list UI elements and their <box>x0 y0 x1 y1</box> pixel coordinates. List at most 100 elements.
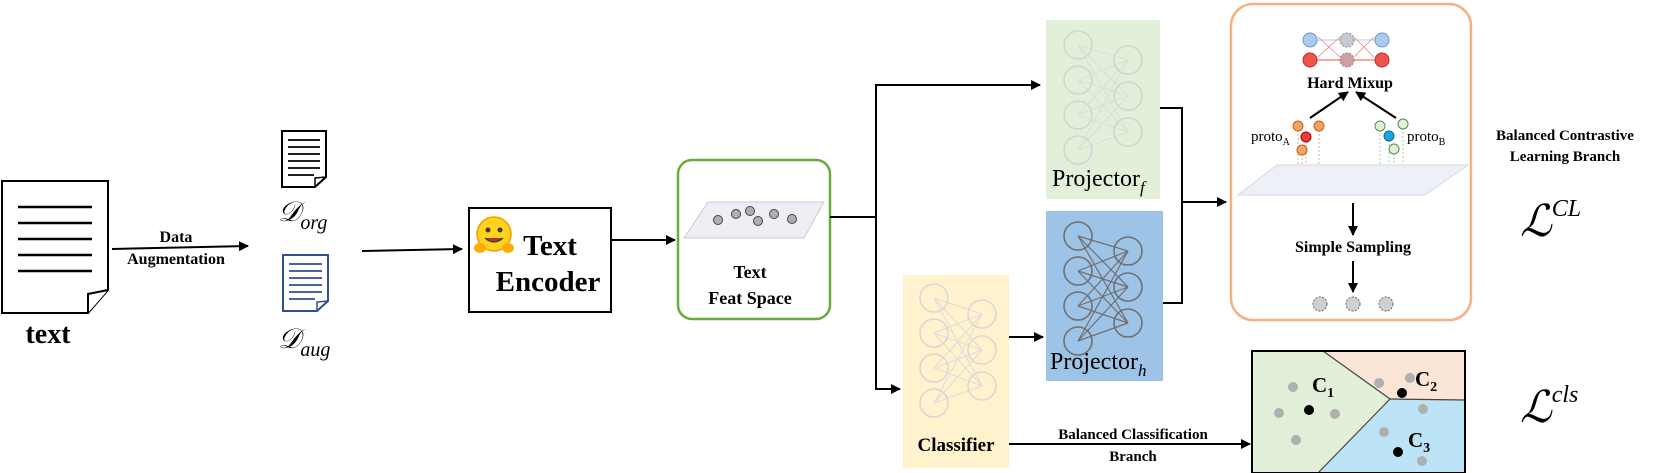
network-edge <box>1077 250 1129 307</box>
network-node <box>1063 221 1093 251</box>
proto-a-cluster <box>1292 120 1325 186</box>
network-edge <box>1077 44 1129 61</box>
projector-h-network-icon <box>1063 221 1143 356</box>
network-edge <box>1077 59 1129 81</box>
proto-a-main: proto <box>1251 129 1283 145</box>
hugging-face-icon <box>474 216 514 253</box>
text-encoder-label-2: Encoder <box>496 266 601 298</box>
region-c2-main: C <box>1415 367 1430 391</box>
network-edge <box>933 385 983 404</box>
region-c1 <box>1252 351 1390 473</box>
region-c2-label: C2 <box>1415 367 1437 395</box>
network-edge <box>933 297 983 315</box>
proto-a-label: protoA <box>1251 129 1291 148</box>
region-c3 <box>1318 399 1465 473</box>
dataset-org-sub: org <box>300 212 327 234</box>
network-edge <box>1077 235 1129 252</box>
network-node <box>1063 100 1093 130</box>
projector-h-sub: h <box>1138 361 1147 380</box>
feat-space-box <box>676 158 832 321</box>
network-node <box>1063 256 1093 286</box>
network-edge <box>1077 250 1129 342</box>
network-node <box>1063 65 1093 95</box>
classification-branch-title-2: Branch <box>1109 449 1157 465</box>
contrastive-loss-sup: CL <box>1552 196 1581 222</box>
region-c2-sub: 2 <box>1430 380 1437 395</box>
dataset-org-label: 𝒟org <box>278 197 327 234</box>
network-edge <box>1077 250 1129 272</box>
dataset-aug-label: 𝒟aug <box>278 324 330 361</box>
proto-a-sub: A <box>1283 137 1291 148</box>
augmentation-label-2: Augmentation <box>127 251 225 268</box>
projector-f-network-icon <box>1063 30 1143 165</box>
feat-space-label-1: Text <box>733 262 766 282</box>
region-c3-sub: 3 <box>1423 441 1430 456</box>
projector-f-label: Projectorf <box>1052 166 1147 197</box>
network-edge <box>933 349 983 404</box>
augmentation-label-1: Data <box>160 229 193 246</box>
hard-mixup-label: Hard Mixup <box>1307 75 1393 92</box>
augmented-document-icon <box>282 254 329 312</box>
projector-h-main: Projector <box>1050 349 1138 375</box>
region-c1-main: C <box>1312 373 1327 397</box>
network-node <box>1063 291 1093 321</box>
network-edge <box>933 313 983 334</box>
input-text-label: text <box>25 319 71 350</box>
network-node <box>919 318 949 348</box>
text-encoder-label-1: Text <box>523 230 577 262</box>
proto-b-to-mixup-arrow <box>1355 91 1397 119</box>
projector-f-sub: f <box>1140 178 1147 197</box>
dataset-aug-sub: aug <box>300 339 330 361</box>
classification-loss: ℒcls <box>1520 382 1578 432</box>
network-node <box>1063 135 1093 165</box>
network-node <box>1113 236 1143 266</box>
feat-space-points <box>713 206 797 226</box>
classification-loss-sup: cls <box>1552 382 1579 408</box>
network-edge <box>933 313 983 404</box>
network-edge <box>1077 131 1129 151</box>
embedding-plane <box>1236 164 1470 196</box>
contrastive-branch-title-1: Balanced Contrastive <box>1496 128 1634 144</box>
projector-h-label: Projectorh <box>1050 349 1146 380</box>
proto-b-sub: B <box>1439 137 1446 148</box>
classifier-network-icon <box>919 283 997 418</box>
projector-merge-connector <box>1160 107 1227 304</box>
classification-loss-symbol: ℒ <box>1520 383 1553 432</box>
hard-mixup-icon <box>1302 32 1390 68</box>
network-node <box>919 388 949 418</box>
network-edge <box>1077 95 1129 151</box>
feat-branch-connector <box>830 80 1041 394</box>
contrastive-branch-title-2: Learning Branch <box>1510 149 1621 165</box>
contrastive-loss-symbol: ℒ <box>1520 197 1553 246</box>
proto-a-to-mixup-arrow <box>1309 91 1349 119</box>
region-c3-label: C3 <box>1408 428 1430 456</box>
network-edge <box>1077 322 1129 342</box>
proto-b-cluster <box>1374 118 1409 186</box>
contrastive-loss: ℒCL <box>1520 196 1581 246</box>
dataset-to-encoder-arrow <box>361 244 463 255</box>
network-node <box>1063 30 1093 60</box>
network-node <box>967 335 997 365</box>
network-edge <box>933 313 983 369</box>
network-node <box>1113 117 1143 147</box>
feat-space-label-2: Feat Space <box>708 288 791 308</box>
proto-b-label: protoB <box>1407 129 1446 148</box>
network-node <box>1113 308 1143 338</box>
network-node <box>1113 272 1143 302</box>
sampled-points <box>1312 296 1394 312</box>
simple-sampling-label: Simple Sampling <box>1295 239 1411 256</box>
classification-branch-title-1: Balanced Classification <box>1058 427 1208 443</box>
network-node <box>967 299 997 329</box>
region-c1-label: C1 <box>1312 373 1334 401</box>
region-c3-main: C <box>1408 428 1423 452</box>
proto-b-main: proto <box>1407 129 1439 145</box>
network-node <box>1113 81 1143 111</box>
classifier-label: Classifier <box>917 435 995 456</box>
projector-f-main: Projector <box>1052 166 1140 192</box>
network-edge <box>1077 286 1129 342</box>
network-node <box>919 353 949 383</box>
contrastive-branch-box <box>1229 2 1473 322</box>
network-edge <box>1077 59 1129 151</box>
original-document-icon <box>281 130 327 188</box>
